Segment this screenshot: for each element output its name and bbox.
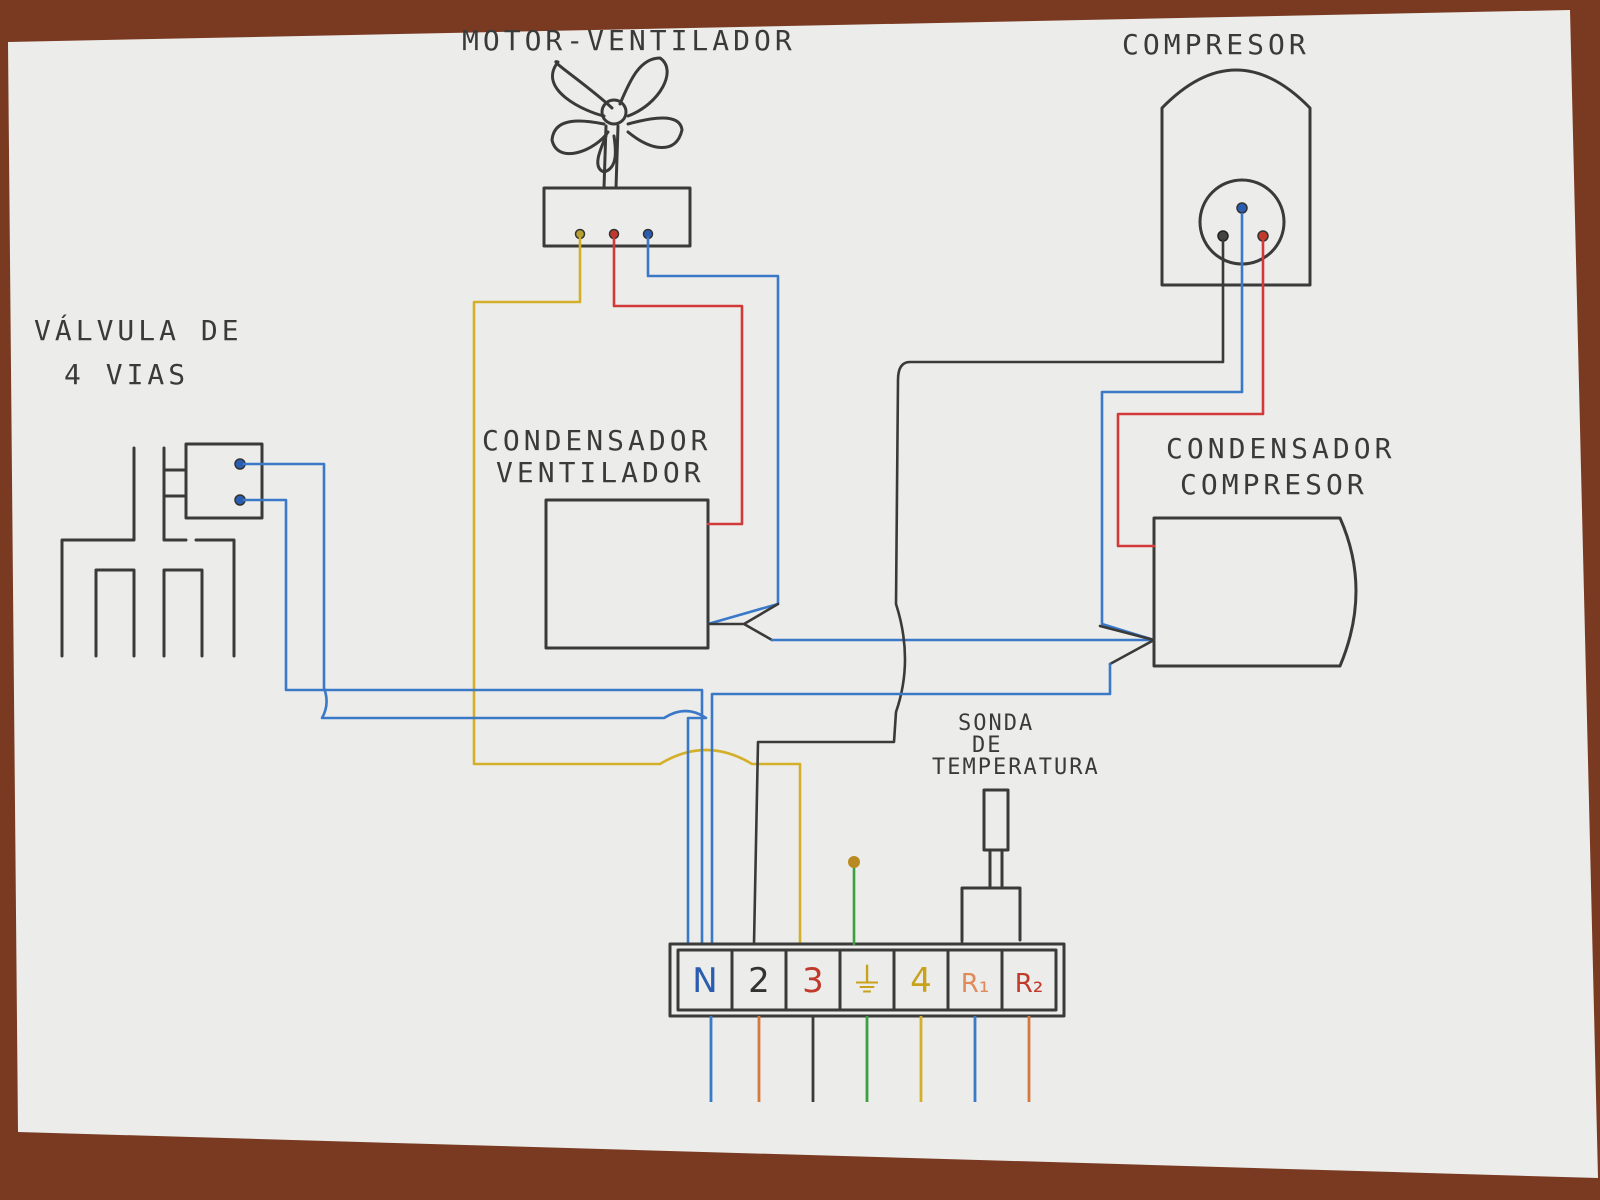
wire-motor-yellow	[472, 236, 802, 946]
fan-icon	[550, 56, 684, 190]
terminal-label-6: R₁	[961, 969, 990, 999]
label-condensador-ventilador-line1: CONDENSADOR	[482, 424, 711, 457]
terminal-label-1: N	[692, 961, 717, 1001]
wire-compressor-cap-black	[1098, 624, 1156, 666]
label-motor-ventilador: MOTOR-VENTILADOR	[462, 24, 796, 57]
label-compresor: COMPRESOR	[1122, 28, 1310, 61]
terminal-label-5: 4	[910, 961, 932, 1001]
wire-fan-cap-black	[706, 602, 780, 642]
compressor-terminal-blue	[1236, 202, 1248, 214]
wire-neutral-blue-top	[710, 662, 1112, 946]
fan-capacitor	[544, 498, 710, 650]
wire-compressor-blue	[1100, 212, 1244, 642]
wire-motor-red	[612, 236, 744, 526]
motor-terminal-box	[542, 186, 692, 248]
terminal-label-3: 3	[802, 961, 824, 1001]
label-sonda-line2: DE	[972, 733, 1003, 758]
label-sonda-line3: TEMPERATURA	[932, 755, 1100, 780]
label-condensador-compresor-line1: CONDENSADOR	[1166, 432, 1395, 465]
terminal-label-7: R₂	[1015, 969, 1044, 999]
label-valvula-line1: VÁLVULA DE	[34, 313, 243, 347]
wire-compressor-red	[1116, 238, 1265, 548]
terminal-label-4: ⏚	[850, 961, 884, 1001]
four-way-valve	[60, 442, 264, 658]
ground-pin-head	[848, 856, 860, 868]
wire-compressor-black	[752, 238, 1225, 946]
terminal-output-wires	[709, 1016, 1031, 1102]
label-valvula-line2: 4 VIAS	[64, 358, 189, 391]
compressor-capacitor	[1152, 516, 1358, 668]
paper-sheet	[8, 10, 1598, 1178]
label-sonda-line1: SONDA	[958, 711, 1034, 736]
label-condensador-compresor-line2: COMPRESOR	[1180, 468, 1368, 501]
compressor-body	[1160, 68, 1312, 287]
terminal-cell-7	[1000, 948, 1058, 1012]
label-condensador-ventilador-line2: VENTILADOR	[496, 456, 705, 489]
temperature-probe-icon	[960, 788, 1022, 942]
wire-valve-blue-2	[242, 498, 704, 946]
wire-motor-blue	[646, 236, 780, 626]
terminal-label-2: 2	[748, 961, 770, 1001]
wire-valve-blue-1	[242, 462, 708, 946]
